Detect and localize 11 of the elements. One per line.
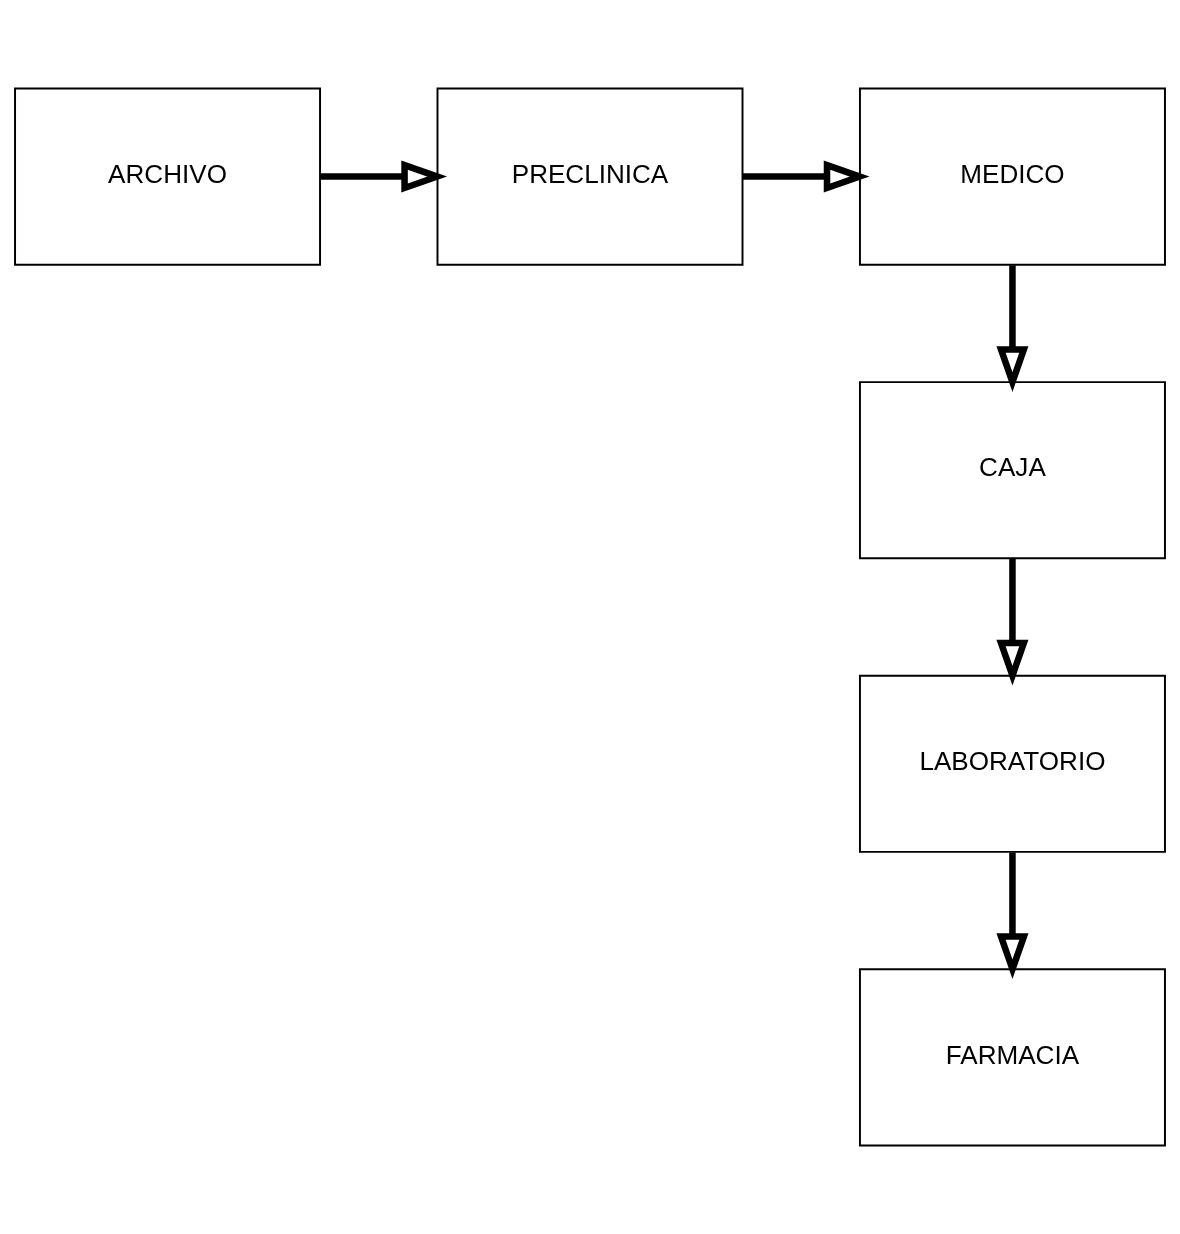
arrow [996, 852, 1029, 980]
node-box: FARMACIA [858, 968, 1166, 1147]
arrow [996, 558, 1029, 686]
node-box: MEDICO [858, 87, 1166, 266]
node-box: ARCHIVO [14, 87, 322, 266]
node-box: CAJA [858, 381, 1166, 560]
node-box: PRECLINICA [436, 87, 744, 266]
arrow [996, 265, 1029, 392]
arrow [742, 160, 870, 193]
node-box: LABORATORIO [858, 674, 1166, 853]
arrow [320, 160, 448, 193]
